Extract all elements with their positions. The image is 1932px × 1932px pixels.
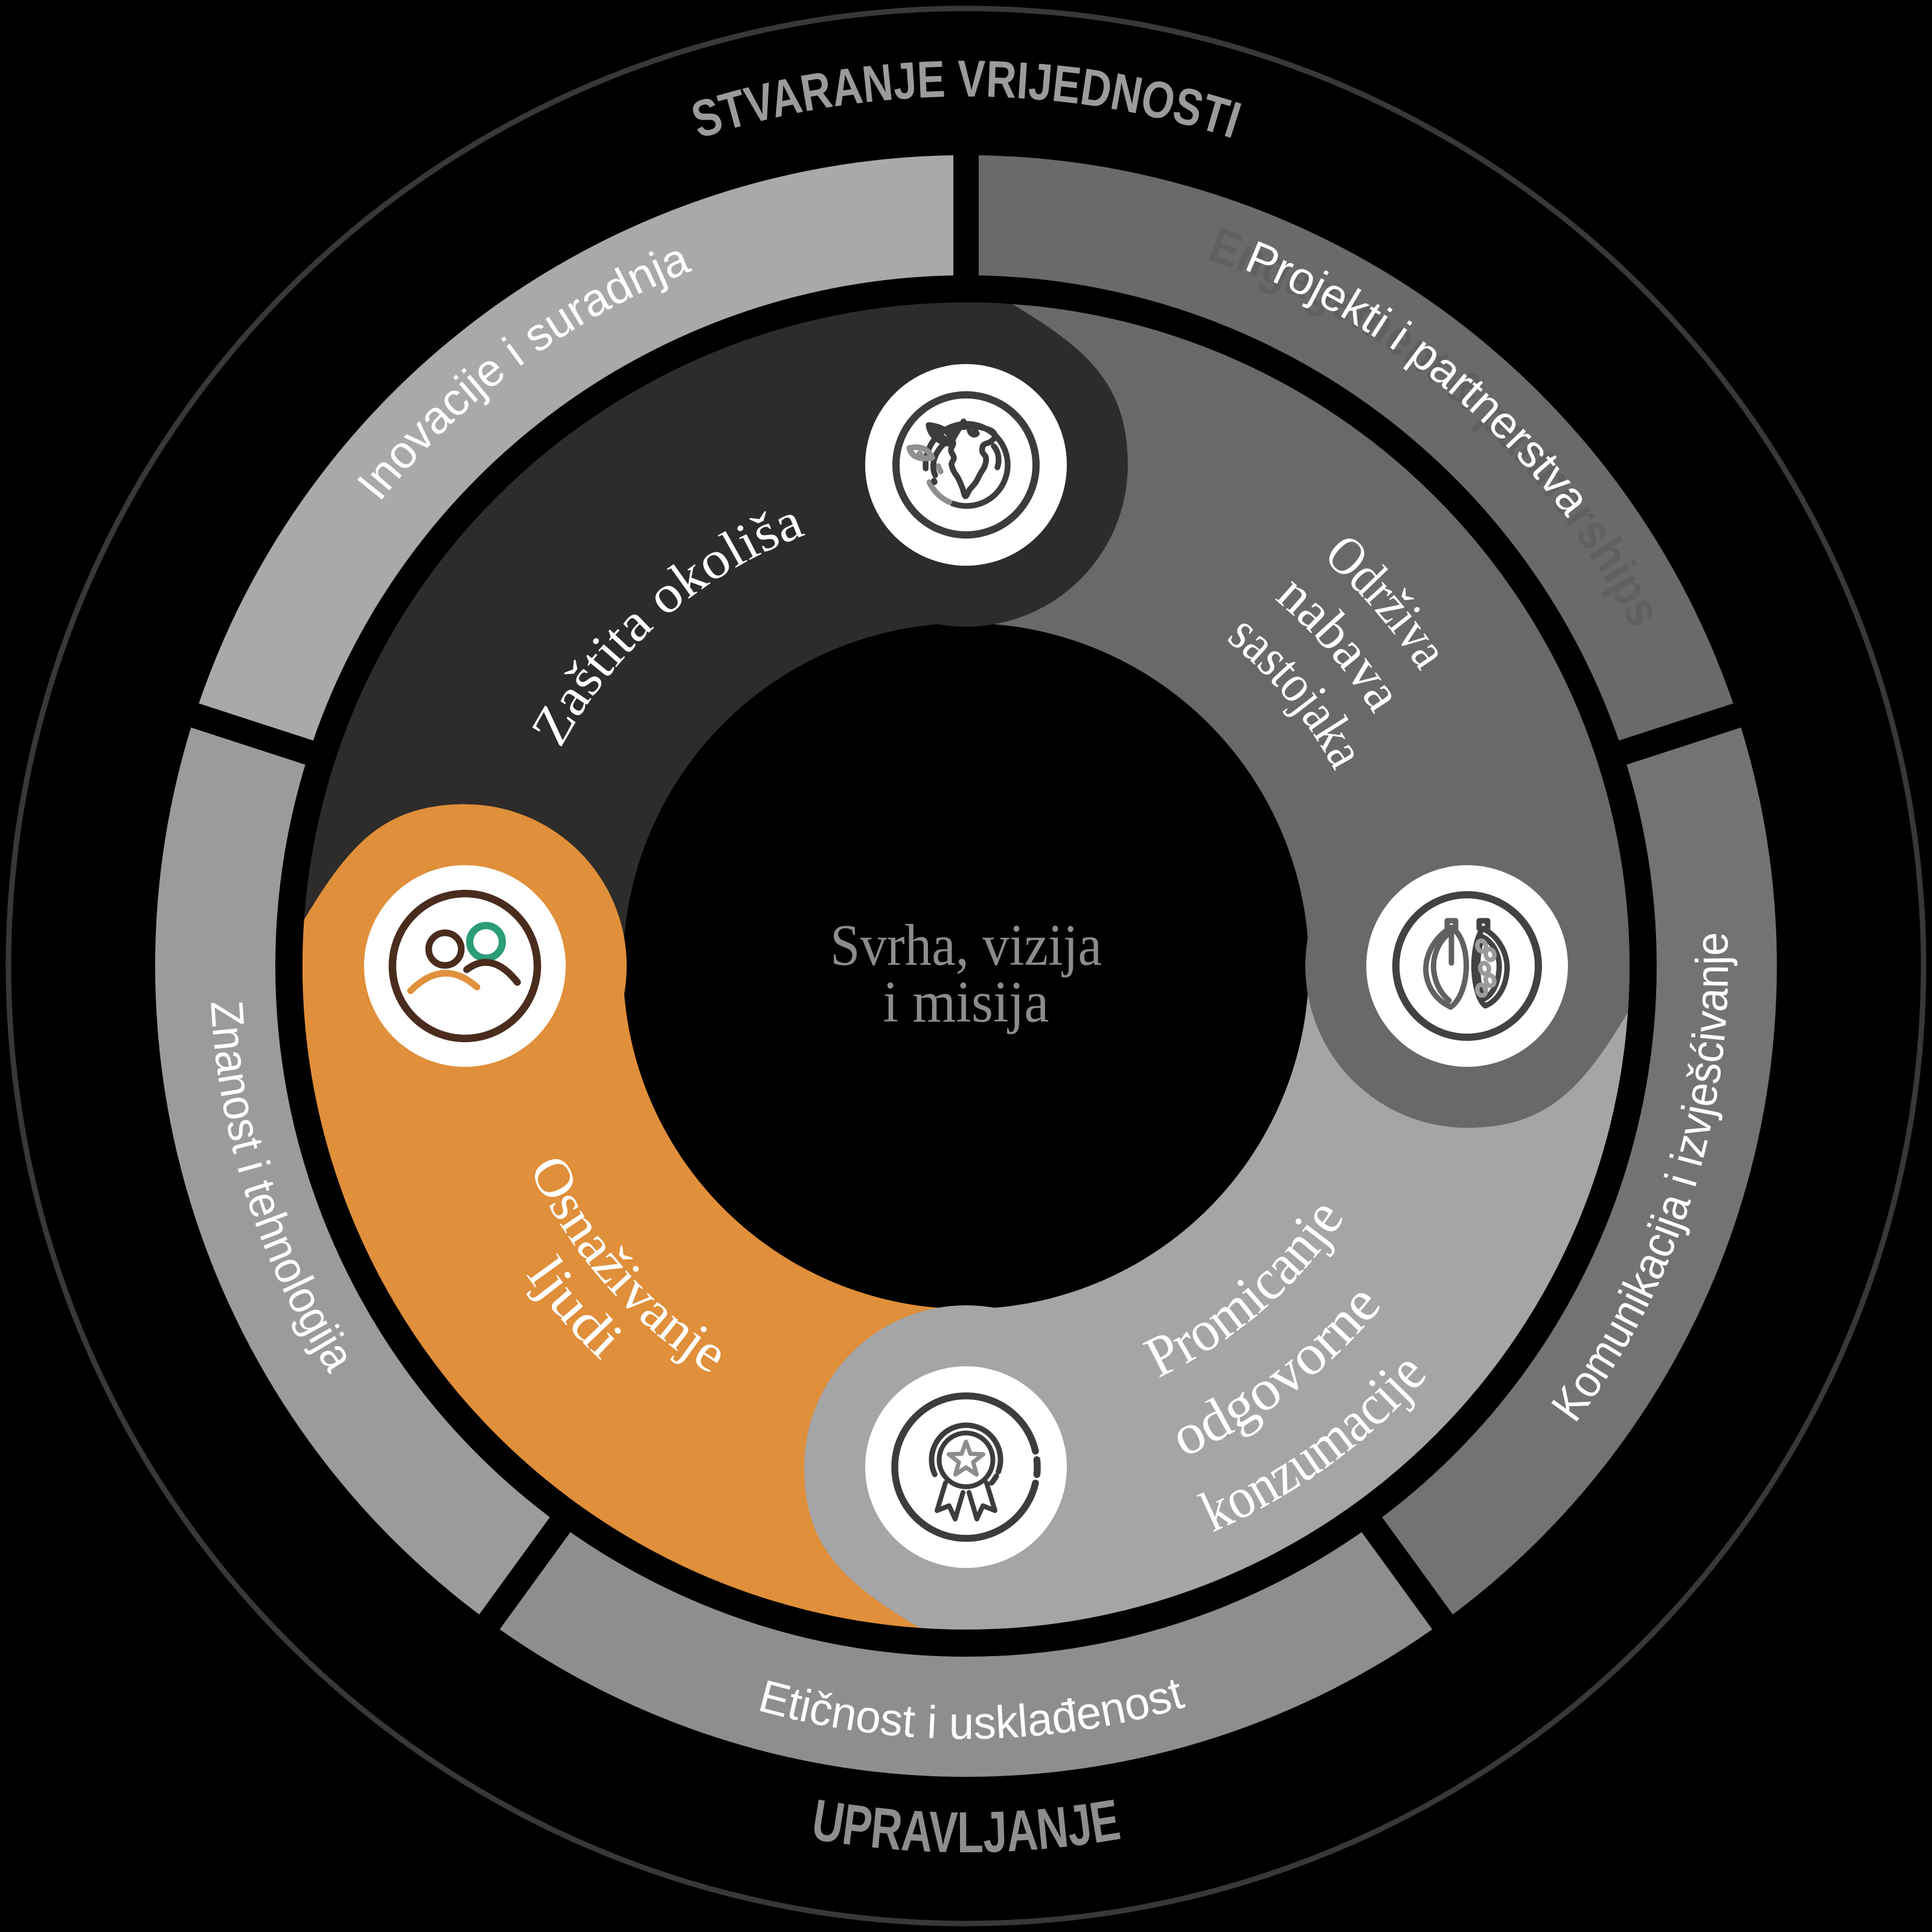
svg-text:i misija: i misija [883,970,1049,1034]
svg-text:Svrha, vizija: Svrha, vizija [830,913,1102,977]
